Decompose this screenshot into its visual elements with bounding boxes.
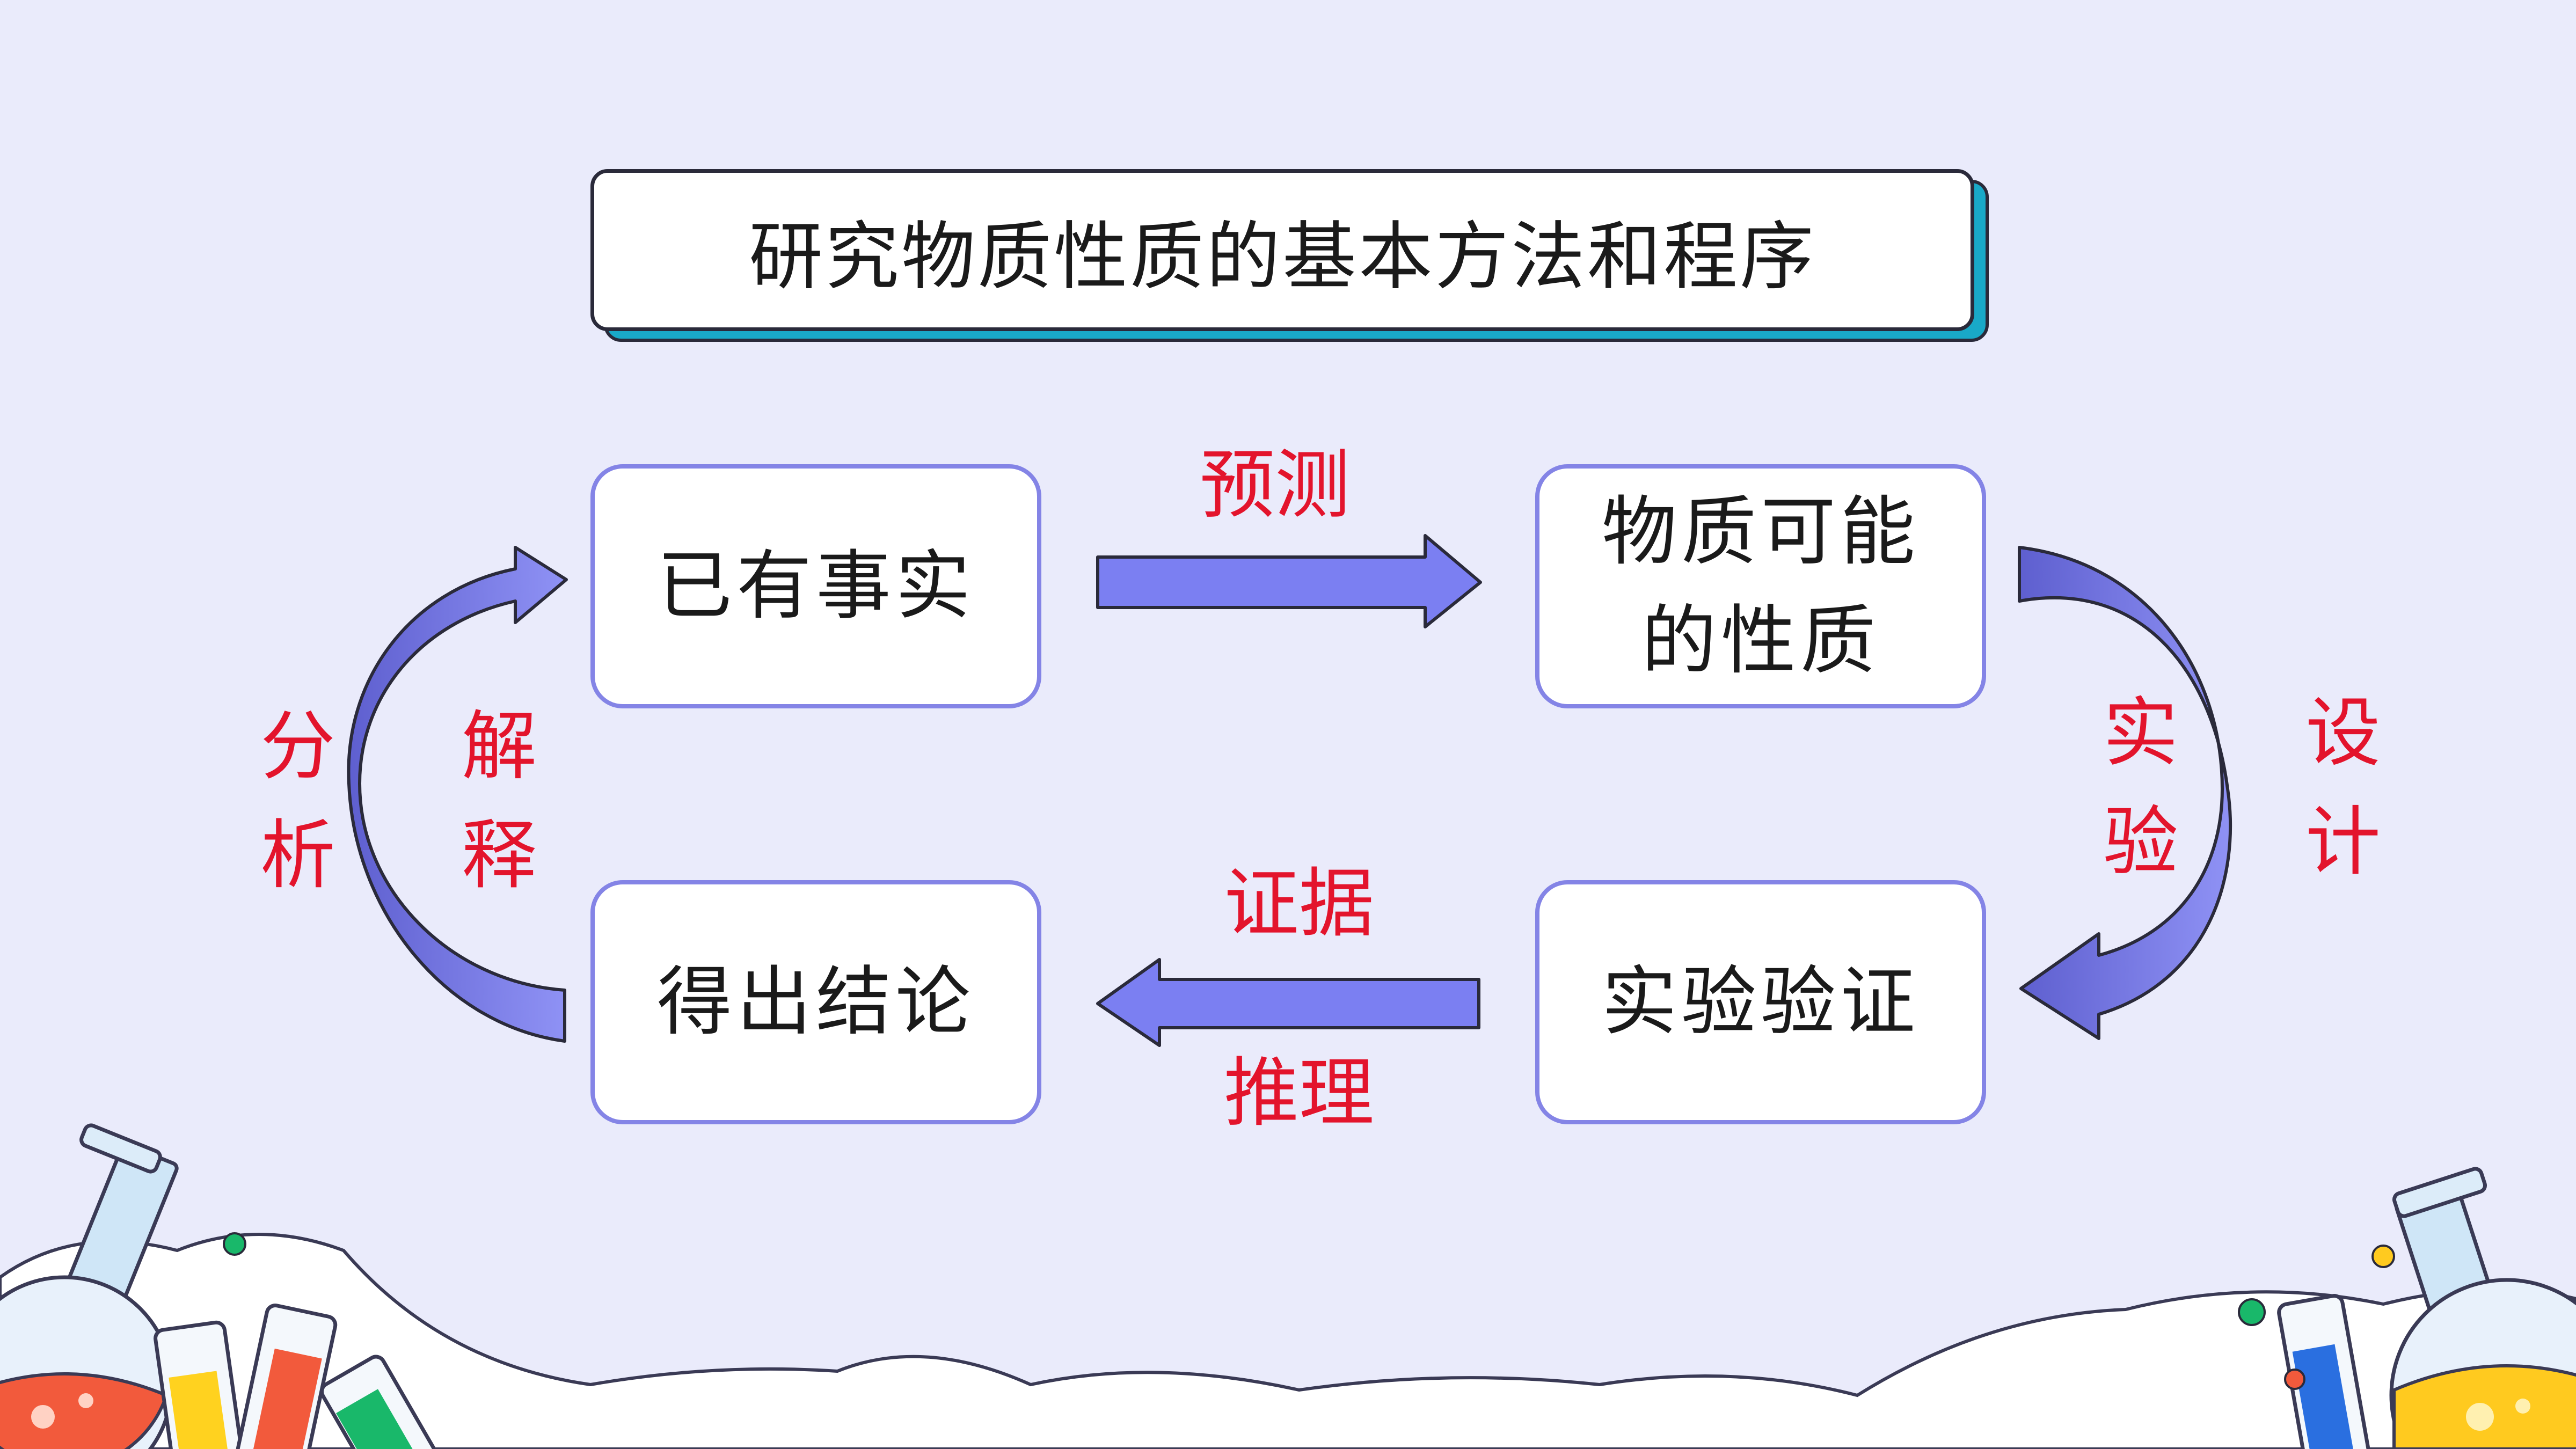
label-explain: 解释 <box>461 703 537 899</box>
label-analyze: 分析 <box>260 703 335 899</box>
bubble-red-icon <box>2284 1368 2305 1390</box>
test-tubes-left-icon <box>154 1304 437 1449</box>
arrow-reasoning-icon <box>1096 958 1480 1047</box>
label-experiment: 实验 <box>2103 690 2178 886</box>
label-reasoning: 推理 <box>1224 1050 1375 1137</box>
node-verify: 实验验证 <box>1535 880 1986 1124</box>
flask-right-icon <box>2389 1167 2576 1449</box>
bubble-green-right-icon <box>2238 1298 2266 1326</box>
arrow-predict-icon <box>1096 534 1482 628</box>
bubble-green-icon <box>223 1232 246 1256</box>
title-box: 研究物质性质的基本方法和程序 <box>590 169 1974 331</box>
node-properties-label: 物质可能的性质 <box>1601 488 1920 685</box>
cloud-band <box>0 1233 2576 1449</box>
node-conclusion: 得出结论 <box>590 880 1041 1124</box>
arrow-analyze-curve-icon <box>347 546 568 1043</box>
arrow-design-curve-icon <box>2018 546 2232 1040</box>
flask-left-icon <box>0 1123 179 1449</box>
test-tubes-right-icon <box>2277 1294 2371 1449</box>
label-predict: 预测 <box>1200 442 1351 529</box>
node-facts-label: 已有事实 <box>656 543 975 630</box>
page-title: 研究物质性质的基本方法和程序 <box>748 214 1816 300</box>
node-facts: 已有事实 <box>590 464 1041 708</box>
label-evidence: 证据 <box>1224 860 1375 948</box>
bubble-yellow-icon <box>2371 1245 2395 1268</box>
node-conclusion-label: 得出结论 <box>656 958 975 1046</box>
label-design: 设计 <box>2305 690 2381 886</box>
node-properties: 物质可能的性质 <box>1535 464 1986 708</box>
node-verify-label: 实验验证 <box>1601 958 1920 1046</box>
